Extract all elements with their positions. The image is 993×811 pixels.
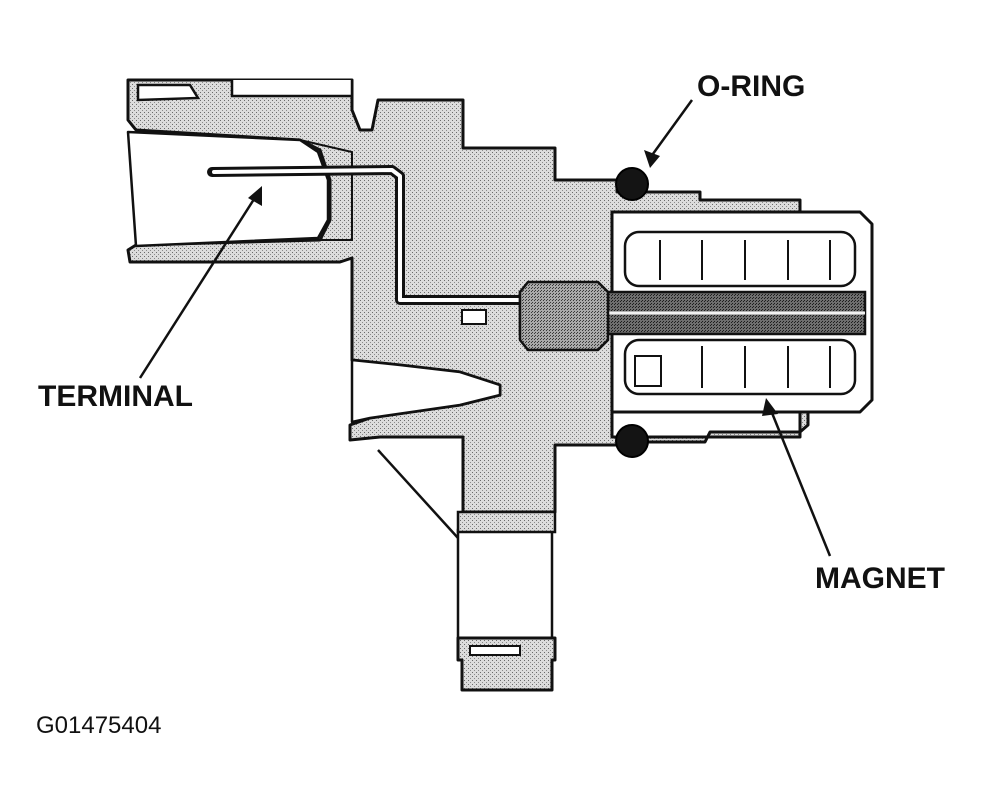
coil-windings-lower	[623, 338, 857, 396]
o-ring-top	[615, 167, 649, 201]
coil-windings-upper	[623, 230, 857, 288]
leader-terminal	[138, 186, 262, 379]
connector-tab-notch	[230, 80, 354, 98]
connector-prong-guide	[299, 139, 353, 241]
recess-bracket-line	[377, 449, 459, 539]
connector-tab	[136, 83, 201, 102]
connector-cavity	[126, 130, 330, 248]
magnet-label: MAGNET	[815, 562, 945, 595]
o-ring-label: O-RING	[697, 70, 806, 103]
terminal-label: TERMINAL	[38, 380, 193, 413]
leader-oring	[644, 99, 694, 168]
figure-id-label: G01475404	[36, 712, 162, 739]
core-bobbin	[518, 280, 610, 352]
contact-block	[461, 309, 487, 325]
leader-magnet	[762, 398, 832, 557]
o-ring-bottom	[615, 424, 649, 458]
terminal-pin-inner	[212, 168, 522, 302]
lower-recess	[350, 358, 502, 424]
lower-leg-collar	[456, 510, 557, 534]
lower-leg-gap	[456, 528, 554, 640]
lower-foot-notch	[469, 645, 521, 656]
